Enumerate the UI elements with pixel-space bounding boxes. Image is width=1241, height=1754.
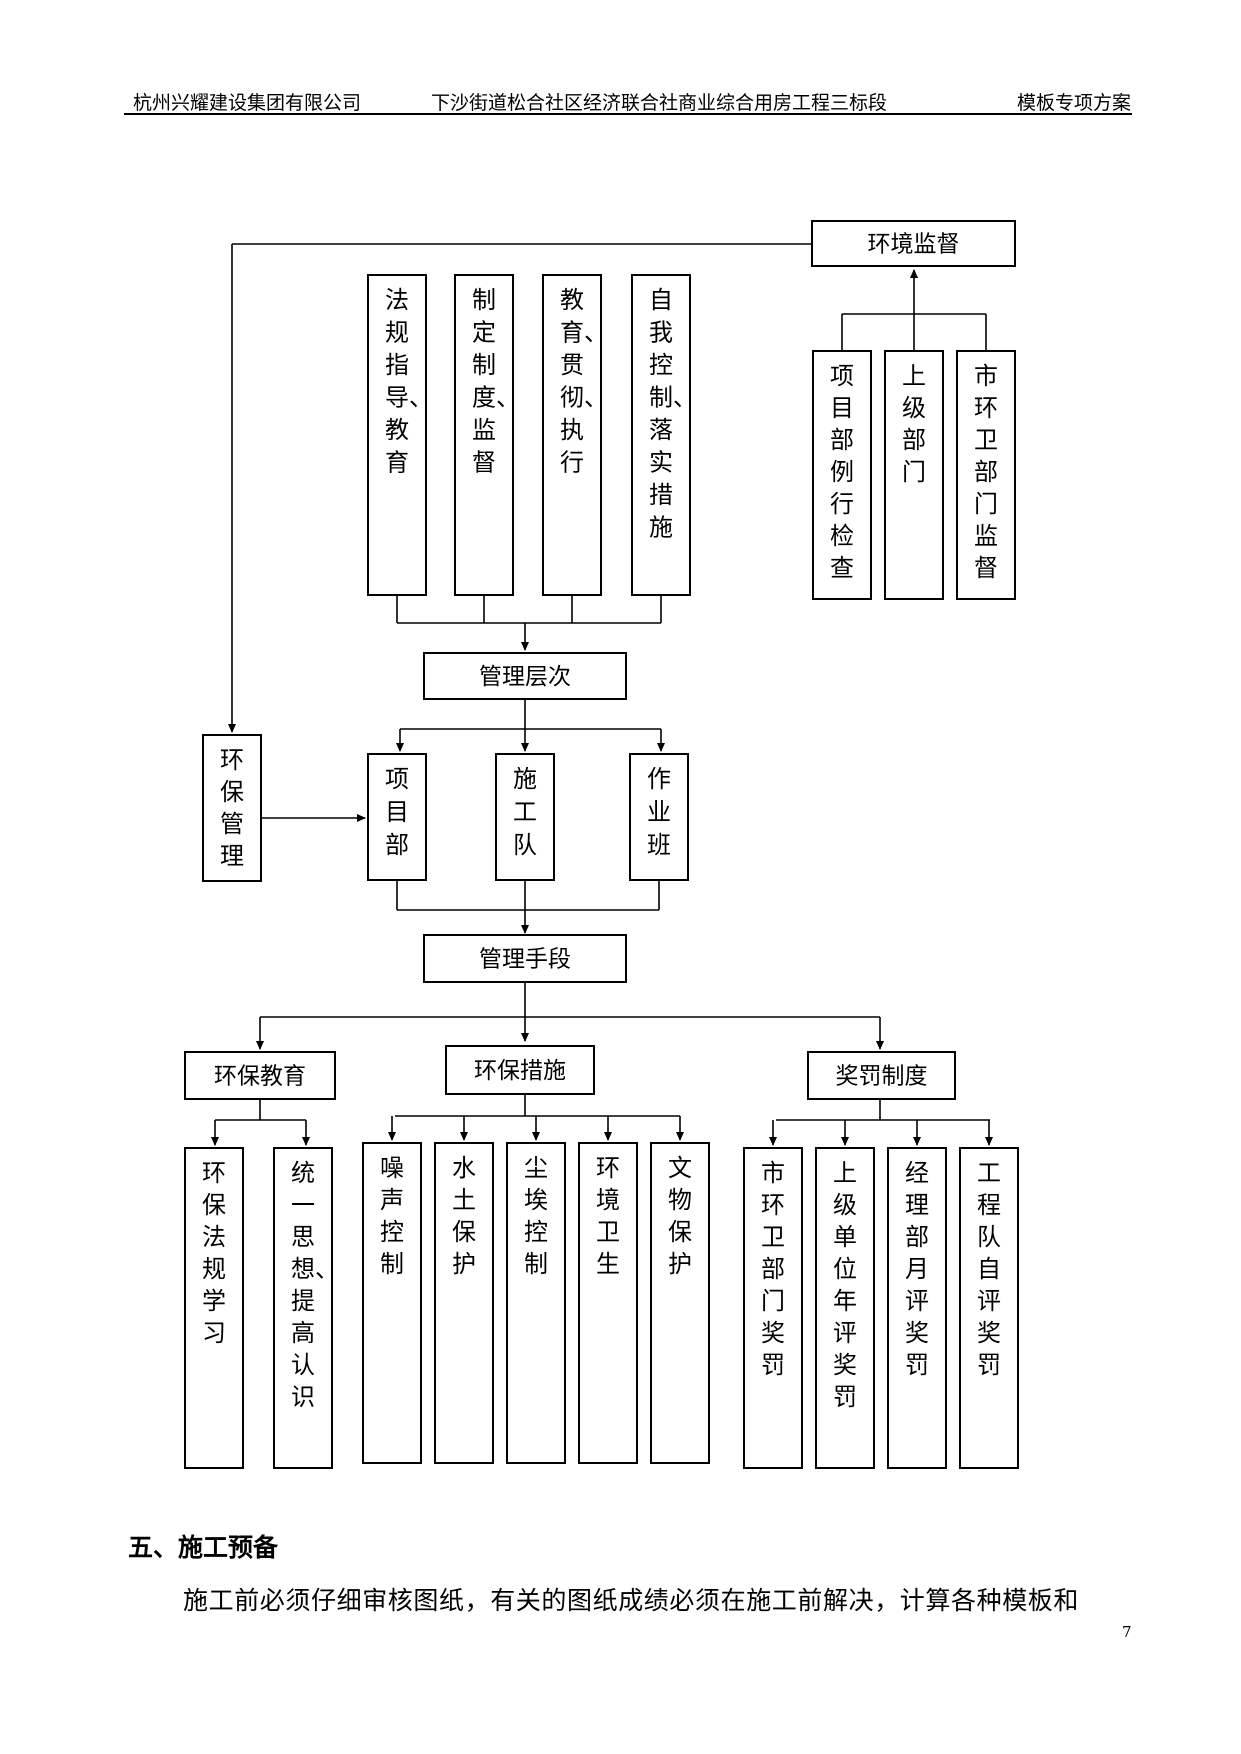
reward-item-1: 市环卫部门奖罚 [743, 1147, 803, 1469]
reward-item-4-label: 工程队自评奖罚 [977, 1159, 1001, 1379]
education-item-2-label: 统一思想、提高认识 [291, 1159, 339, 1411]
level-1: 项目部 [367, 753, 427, 881]
env-supervision-box: 环境监督 [811, 220, 1016, 267]
measure-item-1: 噪声控制 [362, 1142, 422, 1464]
measure-item-2: 水土保护 [434, 1142, 494, 1464]
header-project: 下沙街道松合社区经济联合社商业综合用房工程三标段 [431, 92, 888, 114]
section-heading: 五、施工预备 [128, 1533, 279, 1562]
reward-item-2-label: 上级单位年评奖罚 [833, 1159, 857, 1411]
reward-item-2: 上级单位年评奖罚 [815, 1147, 875, 1469]
education-item-2: 统一思想、提高认识 [273, 1147, 339, 1469]
level-1-label: 项目部 [385, 765, 409, 859]
supervision-item-3: 市环卫部门监督 [956, 350, 1016, 600]
supervision-item-2-label: 上级部门 [902, 362, 926, 486]
header-doc-title: 模板专项方案 [1017, 92, 1132, 114]
header-company: 杭州兴耀建设集团有限公司 [133, 92, 362, 114]
means-reward-box-label: 奖罚制度 [836, 1064, 928, 1090]
measure-item-1-label: 噪声控制 [380, 1154, 404, 1278]
reward-item-4: 工程队自评奖罚 [959, 1147, 1019, 1469]
means-measures-box-label: 环保措施 [474, 1058, 566, 1084]
top-item-2-label: 制定制度、监督 [472, 286, 520, 477]
management-level-box-label: 管理层次 [479, 664, 571, 690]
management-level-box: 管理层次 [423, 652, 627, 700]
top-item-4-label: 自我控制、落实措施 [649, 286, 697, 542]
management-means-box: 管理手段 [423, 934, 627, 983]
top-item-2: 制定制度、监督 [454, 274, 520, 596]
measure-item-4: 环境卫生 [578, 1142, 638, 1464]
management-means-box-label: 管理手段 [479, 947, 571, 973]
means-education-box: 环保教育 [184, 1051, 336, 1100]
supervision-item-2: 上级部门 [884, 350, 944, 600]
env-supervision-box-label: 环境监督 [868, 232, 960, 258]
env-management-box: 环保管理 [202, 734, 262, 882]
top-item-1: 法规指导、教育 [367, 274, 433, 596]
level-3-label: 作业班 [647, 765, 671, 859]
top-item-1-label: 法规指导、教育 [385, 286, 433, 477]
means-measures-box: 环保措施 [445, 1045, 595, 1095]
body-paragraph: 施工前必须仔细审核图纸，有关的图纸成绩必须在施工前解决，计算各种模板和 [183, 1586, 1080, 1615]
measure-item-4-label: 环境卫生 [596, 1154, 620, 1278]
measure-item-5: 文物保护 [650, 1142, 710, 1464]
means-reward-box: 奖罚制度 [807, 1051, 956, 1100]
level-2: 施工队 [495, 753, 555, 881]
env-management-box-label: 环保管理 [220, 746, 244, 870]
measure-item-3: 尘埃控制 [506, 1142, 566, 1464]
level-2-label: 施工队 [513, 765, 537, 859]
reward-item-3-label: 经理部月评奖罚 [905, 1159, 929, 1379]
supervision-item-1-label: 项目部例行检查 [830, 362, 854, 582]
education-item-1-label: 环保法规学习 [202, 1159, 226, 1347]
connector-lines [211, 243, 993, 1146]
measure-item-3-label: 尘埃控制 [524, 1154, 548, 1278]
top-item-3: 教育、贯彻、执行 [542, 274, 608, 596]
top-item-4: 自我控制、落实措施 [631, 274, 697, 596]
supervision-item-1: 项目部例行检查 [812, 350, 872, 600]
reward-item-1-label: 市环卫部门奖罚 [761, 1159, 785, 1379]
supervision-item-3-label: 市环卫部门监督 [974, 362, 998, 582]
top-item-3-label: 教育、贯彻、执行 [560, 286, 608, 477]
reward-item-3: 经理部月评奖罚 [887, 1147, 947, 1469]
header-rule [124, 113, 1132, 115]
measure-item-2-label: 水土保护 [452, 1154, 476, 1278]
level-3: 作业班 [629, 753, 689, 881]
page-number: 7 [1122, 1623, 1132, 1641]
means-education-box-label: 环保教育 [214, 1064, 306, 1090]
education-item-1: 环保法规学习 [184, 1147, 244, 1469]
measure-item-5-label: 文物保护 [668, 1154, 692, 1278]
